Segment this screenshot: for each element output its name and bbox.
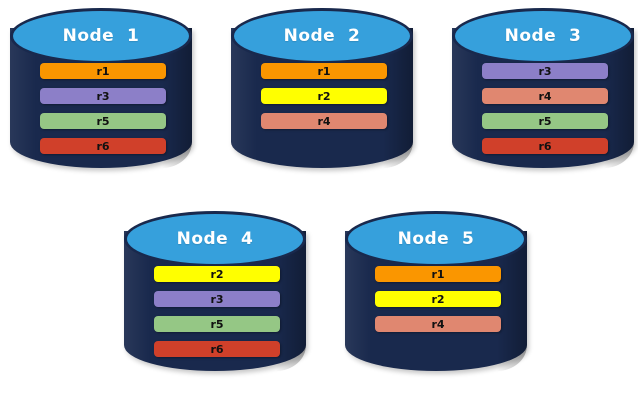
cylinder-top-ellipse [124, 211, 306, 267]
replica-bar[interactable]: r3 [482, 63, 608, 79]
replica-list: r1 r3 r5 r6 [40, 63, 166, 154]
replica-bar[interactable]: r5 [154, 316, 280, 332]
node-label: Node 1 [62, 26, 140, 46]
database-node[interactable]: Node 5 r1 r2 r4 [345, 211, 527, 389]
replica-list: r2 r3 r5 r6 [154, 266, 280, 357]
replica-bar[interactable]: r4 [261, 113, 387, 129]
database-node[interactable]: Node 3 r3 r4 r5 r6 [452, 8, 634, 186]
replica-bar[interactable]: r4 [482, 88, 608, 104]
node-label: Node 5 [397, 229, 475, 249]
replica-bar[interactable]: r1 [375, 266, 501, 282]
node-label: Node 4 [176, 229, 254, 249]
database-node[interactable]: Node 1 r1 r3 r5 r6 [10, 8, 192, 186]
replica-list: r3 r4 r5 r6 [482, 63, 608, 154]
replica-bar[interactable]: r2 [154, 266, 280, 282]
replica-bar[interactable]: r6 [154, 341, 280, 357]
cylinder-top-ellipse [452, 8, 634, 64]
replica-list: r1 r2 r4 [261, 63, 387, 129]
cylinder-top-ellipse [231, 8, 413, 64]
replica-bar[interactable]: r5 [40, 113, 166, 129]
node-label: Node 2 [283, 26, 361, 46]
replica-bar[interactable]: r2 [261, 88, 387, 104]
node-label: Node 3 [504, 26, 582, 46]
cylinder-top-ellipse [345, 211, 527, 267]
replica-bar[interactable]: r2 [375, 291, 501, 307]
replica-bar[interactable]: r3 [40, 88, 166, 104]
replica-bar[interactable]: r1 [261, 63, 387, 79]
replica-bar[interactable]: r6 [482, 138, 608, 154]
replica-bar[interactable]: r4 [375, 316, 501, 332]
replica-list: r1 r2 r4 [375, 266, 501, 332]
database-node[interactable]: Node 4 r2 r3 r5 r6 [124, 211, 306, 389]
replica-bar[interactable]: r1 [40, 63, 166, 79]
database-node[interactable]: Node 2 r1 r2 r4 [231, 8, 413, 186]
cylinder-top-ellipse [10, 8, 192, 64]
replica-bar[interactable]: r6 [40, 138, 166, 154]
replica-bar[interactable]: r3 [154, 291, 280, 307]
replica-bar[interactable]: r5 [482, 113, 608, 129]
